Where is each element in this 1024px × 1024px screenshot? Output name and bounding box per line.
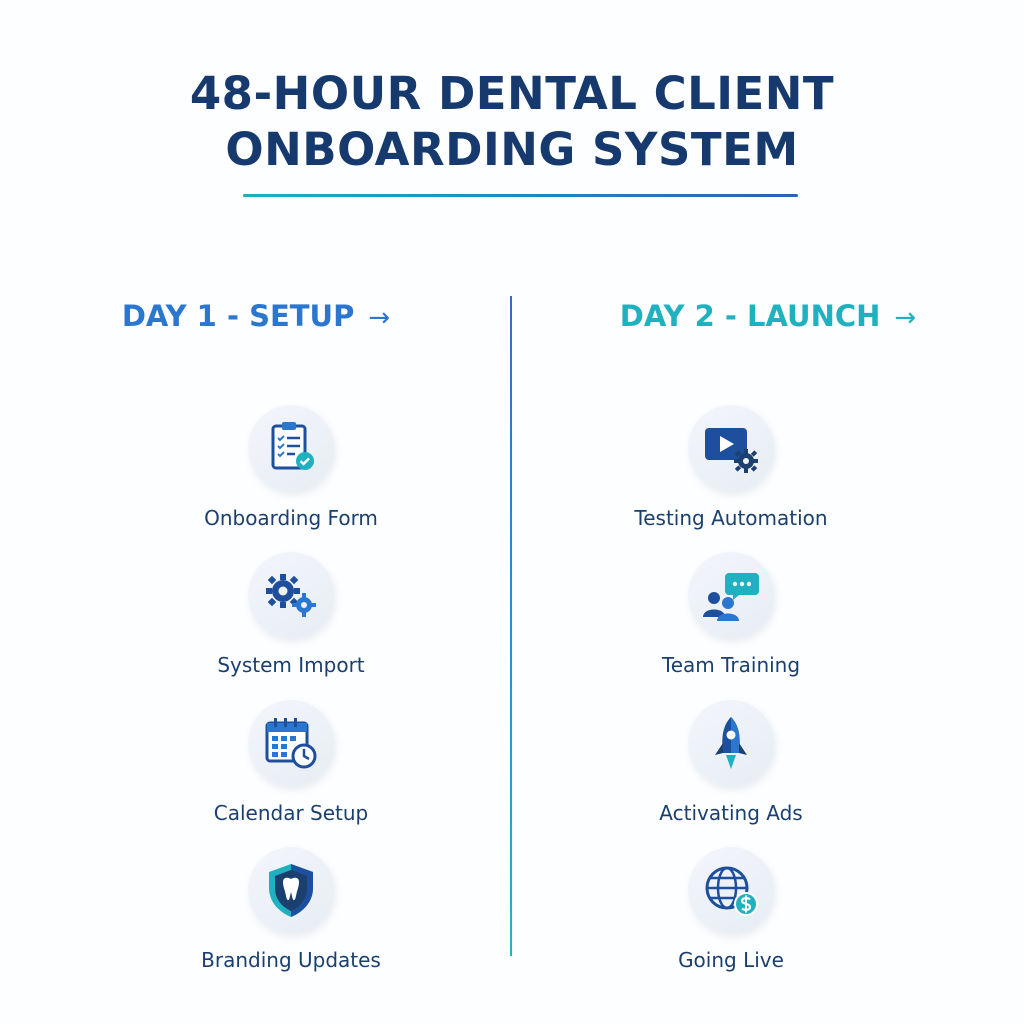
step-team-training: Team Training	[531, 552, 931, 678]
title-line-1: 48-HOUR DENTAL CLIENT	[189, 67, 835, 120]
step-activating-ads: Activating Ads	[531, 700, 931, 826]
step-testing-automation: Testing Automation	[531, 405, 931, 531]
step-label: Onboarding Form	[204, 506, 378, 530]
video-gear-icon	[688, 405, 774, 491]
arrow-right-icon: →	[894, 303, 917, 333]
step-branding-updates: Branding Updates	[91, 847, 491, 973]
column-divider	[510, 296, 512, 956]
day1-heading: DAY 1 - SETUP →	[0, 294, 512, 340]
step-going-live: Going Live	[531, 847, 931, 973]
step-label: System Import	[217, 653, 365, 677]
calendar-clock-icon	[248, 700, 334, 786]
team-chat-icon	[688, 552, 774, 638]
day1-heading-text: DAY 1 - SETUP	[121, 299, 355, 333]
title-underline	[243, 194, 798, 197]
step-label: Team Training	[661, 653, 801, 677]
step-label: Branding Updates	[201, 948, 381, 972]
tooth-shield-icon	[248, 847, 334, 933]
arrow-right-icon: →	[368, 303, 391, 333]
globe-dollar-icon	[688, 847, 774, 933]
step-onboarding-form: Onboarding Form	[91, 405, 491, 531]
step-label: Going Live	[678, 948, 784, 972]
gears-icon	[248, 552, 334, 638]
day2-heading-text: DAY 2 - LAUNCH	[619, 299, 881, 333]
step-label: Testing Automation	[634, 506, 828, 530]
step-label: Activating Ads	[659, 801, 803, 825]
step-system-import: System Import	[91, 552, 491, 678]
step-label: Calendar Setup	[213, 801, 369, 825]
page-title: 48-HOUR DENTAL CLIENT ONBOARDING SYSTEM	[0, 66, 1024, 178]
rocket-icon	[688, 700, 774, 786]
step-calendar-setup: Calendar Setup	[91, 700, 491, 826]
clipboard-checklist-icon	[248, 405, 334, 491]
day2-heading: DAY 2 - LAUNCH →	[512, 294, 1024, 340]
title-line-2: ONBOARDING SYSTEM	[225, 123, 799, 176]
